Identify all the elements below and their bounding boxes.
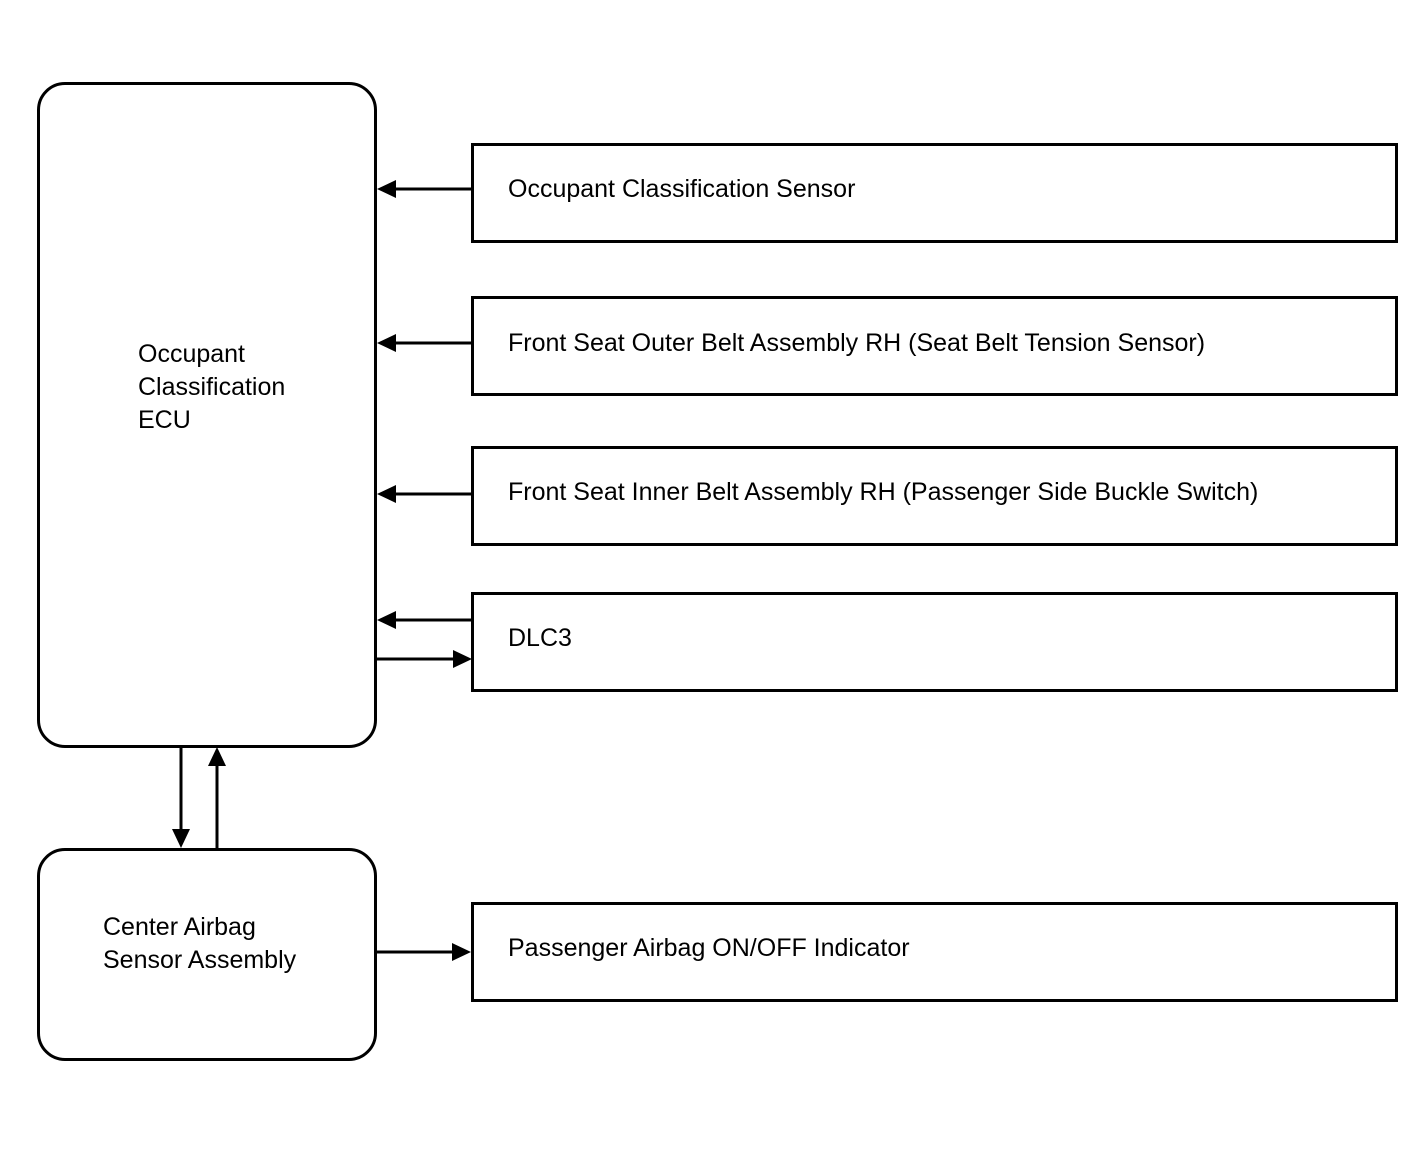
dlc3-block [471,592,1398,692]
arrowhead-ecu-up [208,747,226,766]
arrowhead-indicator [452,943,471,961]
arrowhead-occupant-sensor [377,180,396,198]
occupant-sensor-label: Occupant Classification Sensor [508,175,856,203]
outer-belt-block [471,296,1398,396]
inner-belt-block [471,446,1398,546]
ecu-label: Occupant Classification ECU [138,340,286,434]
indicator-label: Passenger Airbag ON/OFF Indicator [508,934,910,962]
airbag-sensor-block [37,848,377,1061]
occupant-sensor-block [471,143,1398,243]
arrowhead-inner-belt [377,485,396,503]
indicator-block [471,902,1398,1002]
arrowhead-dlc3-out [453,650,472,668]
arrowhead-airbag-sensor-down [172,829,190,848]
ecu-block [37,82,377,748]
dlc3-label: DLC3 [508,624,572,652]
outer-belt-label: Front Seat Outer Belt Assembly RH (Seat … [508,329,1206,357]
arrowhead-outer-belt [377,334,396,352]
arrowhead-dlc3-in [377,611,396,629]
airbag-sensor-label: Center Airbag Sensor Assembly [103,913,297,974]
inner-belt-label: Front Seat Inner Belt Assembly RH (Passe… [508,478,1259,506]
